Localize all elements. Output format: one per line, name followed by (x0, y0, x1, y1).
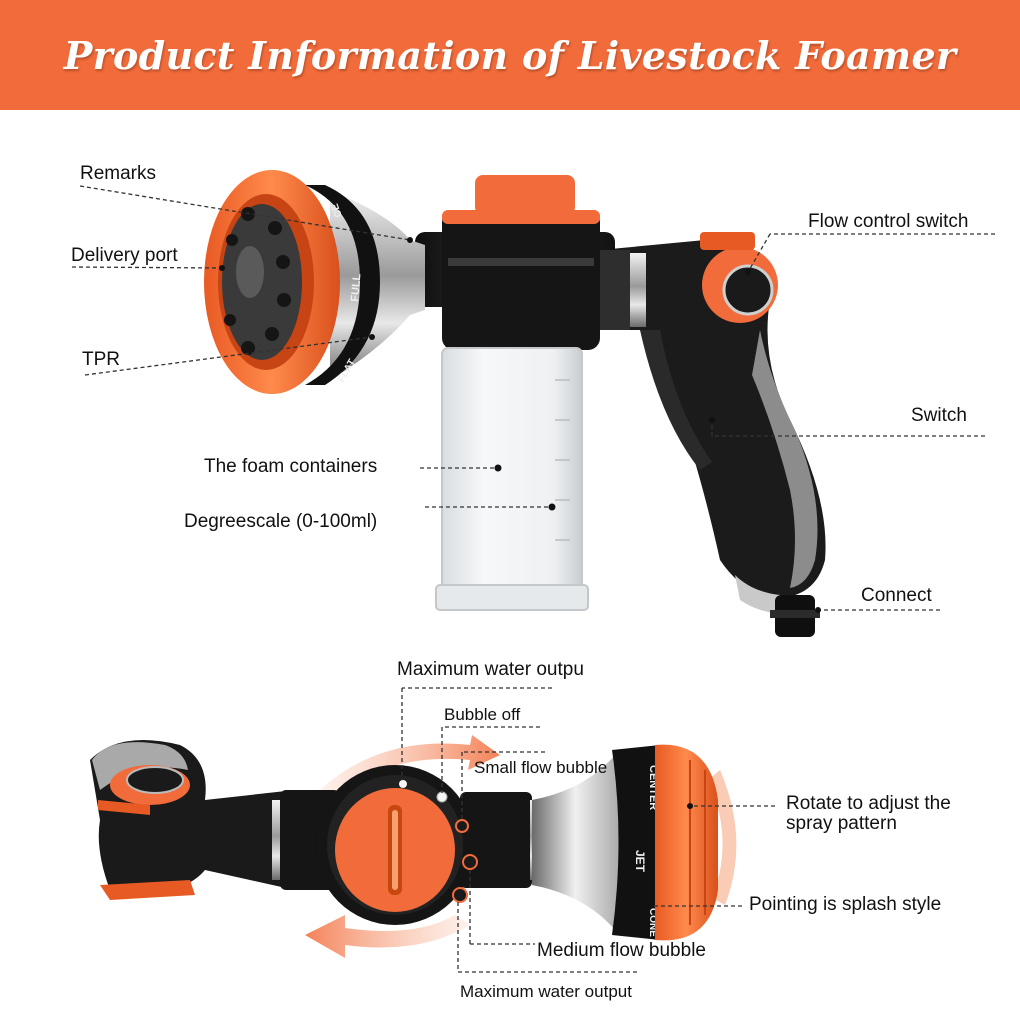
rotation-arrow-right (708, 770, 737, 905)
label-degree-scale: Degreescale (0-100ml) (184, 511, 378, 532)
bottom-leader-lines (401, 687, 775, 973)
rotation-arrow-top (320, 735, 500, 800)
flow-control-knob (722, 264, 774, 316)
label-remarks: Remarks (80, 163, 157, 184)
label-rotate-adjust: Rotate to adjust the (786, 793, 951, 814)
dot-max-output-bottom (452, 887, 468, 903)
pattern-dial-band (305, 185, 380, 385)
rotation-arrow-bottom (305, 915, 470, 958)
container-cap (442, 210, 600, 350)
label-flow-control-switch: Flow control switch (808, 211, 969, 232)
label-delivery-port: Delivery port (71, 245, 178, 266)
bottom-pattern-band (612, 745, 660, 940)
label-bubble-off: Bubble off (444, 705, 521, 724)
label-maximum-water-output: Maximum water output (460, 982, 632, 1001)
label-connect: Connect (861, 585, 932, 606)
dial-text-cone: CONE (647, 908, 658, 937)
label-foam-containers: The foam containers (204, 456, 378, 477)
bottom-product-view: CENTER JET CONE (90, 735, 737, 958)
top-product-view: FULL FLAT CE (204, 170, 826, 637)
degree-scale-marks (555, 379, 570, 541)
label-medium-flow-bubble: Medium flow bubble (537, 940, 706, 961)
foam-container (441, 347, 583, 604)
trigger-switch (640, 330, 712, 470)
top-leader-lines (71, 185, 995, 611)
dot-small-flow (455, 819, 469, 833)
label-small-flow-bubble: Small flow bubble (474, 758, 608, 777)
dial-text-full: FULL (349, 273, 363, 302)
dot-medium-flow (462, 854, 478, 870)
bottom-tpr-head (655, 744, 718, 941)
dial-text-center: CE (330, 202, 345, 219)
label-maximum-water-outpu: Maximum water outpu (397, 659, 584, 680)
dot-bubble-off (436, 791, 448, 803)
dot-max-output-top (399, 780, 407, 788)
title-banner: Product Information of Livestock Foamer (0, 0, 1020, 110)
label-spray-pattern: spray pattern (786, 813, 897, 834)
label-pointing-splash: Pointing is splash style (749, 894, 942, 915)
label-tpr: TPR (82, 349, 120, 370)
banner-title: Product Information of Livestock Foamer (63, 32, 957, 78)
bottom-metal-cone (532, 750, 640, 935)
handle-gray-insert (752, 330, 818, 588)
label-switch: Switch (911, 405, 967, 426)
dial-text-jet: JET (633, 850, 647, 873)
